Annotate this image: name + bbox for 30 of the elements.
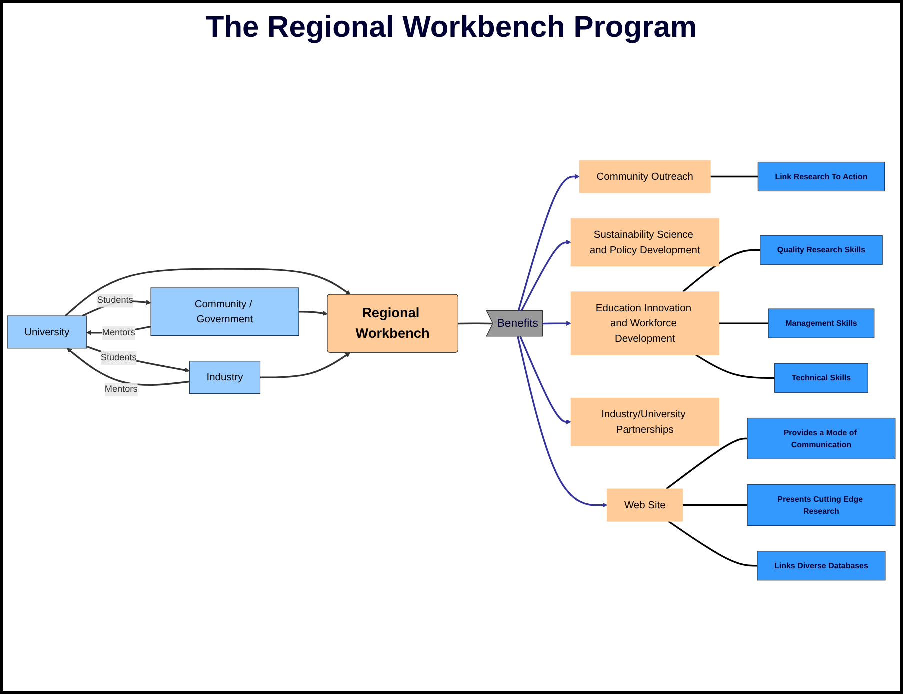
connector <box>719 322 769 324</box>
node-box: Education Innovation and Workforce Development <box>570 291 720 355</box>
edge-label: Students <box>100 352 137 362</box>
edge-label: Students <box>97 295 134 306</box>
diagram-title: The Regional Workbench Program <box>206 11 698 45</box>
connector <box>666 437 748 490</box>
node-box: Community / Government <box>150 287 300 336</box>
arrow <box>517 336 608 508</box>
node-box: Community Outreach <box>579 160 711 193</box>
connector <box>710 175 758 178</box>
arrow <box>66 348 190 386</box>
connector <box>682 504 748 506</box>
arrow <box>520 239 572 311</box>
node-box: Industry/University Partnerships <box>570 397 720 446</box>
arrow <box>518 174 580 311</box>
edge-label: Mentors <box>104 384 138 394</box>
node-box: Industry <box>189 360 261 394</box>
node-box: University <box>7 315 87 348</box>
arrow <box>543 320 572 326</box>
connector <box>458 322 494 324</box>
edge-label: Mentors <box>102 328 136 338</box>
arrow <box>86 345 190 372</box>
node-box: Web Site <box>607 488 684 522</box>
arrow <box>298 310 328 316</box>
node-box: Sustainability Science and Policy Development <box>570 218 720 266</box>
arrow <box>520 336 572 424</box>
arrow <box>260 352 351 378</box>
connector <box>682 248 760 292</box>
connector <box>696 354 775 379</box>
connector <box>668 520 758 566</box>
